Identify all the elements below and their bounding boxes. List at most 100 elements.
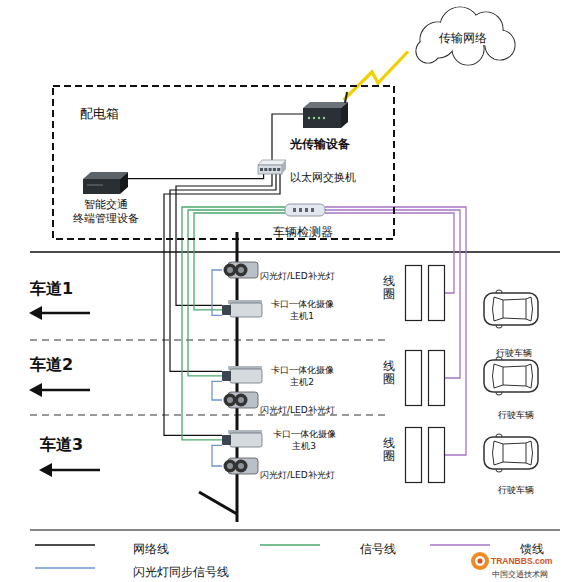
text-holder: 以太网交换机 [290, 166, 356, 185]
checkpoint-camera: 卡口一体化摄像 主机3 [222, 430, 262, 448]
node-shape [482, 290, 540, 328]
node-shape [405, 265, 445, 321]
watermark: TRANBBS.com [491, 556, 552, 567]
coil-loop [429, 351, 445, 406]
network-line [128, 174, 264, 179]
legend-sample-sync [35, 567, 95, 569]
text-holder: 线圈 [383, 360, 395, 387]
moving-vehicle-label: 行驶车辆 [496, 348, 532, 360]
flash-light: 闪光灯/LED补光灯 [222, 456, 258, 476]
node-shape [258, 160, 286, 174]
node-shape [405, 427, 445, 483]
flash-light-label: 闪光灯/LED补光灯 [260, 271, 335, 283]
ethernet-switch: 以太网交换机 [258, 160, 286, 174]
lane-divider [30, 339, 385, 340]
text-holder: 智能交通 终端管理设备 [67, 198, 144, 227]
dashed-border [53, 86, 394, 239]
wireless-link [344, 52, 409, 101]
text-holder: 行驶车辆 [496, 341, 532, 360]
flash-sync-line [212, 270, 222, 315]
camera-lens [222, 371, 231, 381]
ethernet-switch-label: 以太网交换机 [290, 171, 356, 185]
moving-vehicle: 行驶车辆 [482, 290, 540, 328]
status-led [318, 117, 320, 119]
lane-arrow-head [29, 383, 42, 397]
node-shape [222, 390, 258, 410]
car-windshield [493, 441, 504, 465]
text-holder: 行驶车辆 [498, 478, 534, 497]
device-top [303, 102, 348, 108]
network-cloud-label: 传输网络 [439, 31, 487, 47]
signal-line [194, 213, 285, 310]
distribution-box-label: 配电箱 [80, 106, 119, 123]
node-shape [222, 430, 262, 448]
text-holder: 闪光灯/LED补光灯 [260, 398, 335, 417]
switch-port [273, 168, 276, 171]
watermark-logo [478, 559, 483, 564]
camera-lens [222, 305, 231, 315]
node-shape [222, 456, 258, 476]
text-holder: 车道1 [30, 279, 73, 300]
cloud-fill [417, 40, 440, 63]
checkpoint-camera: 卡口一体化摄像 主机1 [222, 300, 262, 318]
camera-lens [222, 435, 231, 445]
vehicle-detector: 车辆检测器 [285, 204, 325, 216]
watermark-logo [471, 552, 489, 570]
text-holder: 配电箱 [80, 103, 119, 123]
car-roof [503, 299, 526, 319]
moving-vehicle-label: 行驶车辆 [498, 485, 534, 497]
text-holder: 光传输设备 [290, 133, 350, 153]
coil-loop [429, 266, 445, 321]
flash-light-label: 闪光灯/LED补光灯 [260, 470, 335, 482]
induction-coil-label: 线圈 [383, 275, 395, 301]
legend-text: 闪光灯同步信号线 [133, 565, 229, 581]
legend-entry: 信号线 [360, 538, 396, 558]
lane-arrow [50, 469, 100, 472]
signal-line [188, 210, 285, 376]
status-led [313, 117, 315, 119]
text-holder: 车辆检测器 [273, 221, 333, 241]
pole-brace [199, 492, 237, 514]
node-shape [303, 100, 348, 128]
road-edge [30, 251, 560, 252]
text-holder: 线圈 [383, 275, 395, 302]
legend-rule [30, 529, 560, 530]
text-holder: 车道3 [40, 435, 83, 456]
lane-arrow-head [39, 463, 52, 477]
signal-line [182, 207, 285, 440]
car-rear-window [526, 364, 533, 388]
feeder-line [325, 207, 466, 455]
legend-text: 馈线 [520, 542, 544, 558]
flash-sync-line [212, 445, 222, 466]
car-body [484, 360, 538, 392]
flash-light-label: 闪光灯/LED补光灯 [260, 405, 335, 417]
switch-port [264, 168, 267, 171]
induction-coil: 线圈 [405, 265, 445, 321]
text-holder: 卡口一体化摄像 主机2 [266, 365, 338, 389]
node-shape [482, 434, 540, 472]
flash-lens-glass [227, 397, 233, 403]
flash-lens-glass [227, 463, 233, 469]
coil-loop [406, 266, 422, 321]
car-rear-window [526, 297, 533, 321]
lane-arrow [40, 312, 90, 315]
detector-port [299, 208, 302, 212]
checkpoint-camera-label: 卡口一体化摄像 主机2 [266, 365, 338, 388]
detector-port [293, 208, 296, 212]
car-roof [503, 366, 526, 386]
induction-coil: 线圈 [405, 427, 445, 483]
moving-vehicle: 行驶车辆 [482, 357, 540, 395]
terminal-manager: 智能交通 终端管理设备 [83, 172, 128, 194]
legend-sample-network [35, 544, 95, 546]
text-holder: 闪光灯/LED补光灯 [260, 264, 335, 283]
status-led [323, 117, 325, 119]
coil-loop [406, 428, 422, 483]
node-shape [222, 366, 262, 384]
flash-light: 闪光灯/LED补光灯 [222, 390, 258, 410]
text-holder: 卡口一体化摄像 主机1 [266, 299, 338, 323]
flash-light: 闪光灯/LED补光灯 [222, 260, 258, 280]
terminal-manager-label: 智能交通 终端管理设备 [67, 198, 144, 227]
lane-label: 车道2 [30, 355, 73, 376]
device-side [120, 172, 128, 194]
